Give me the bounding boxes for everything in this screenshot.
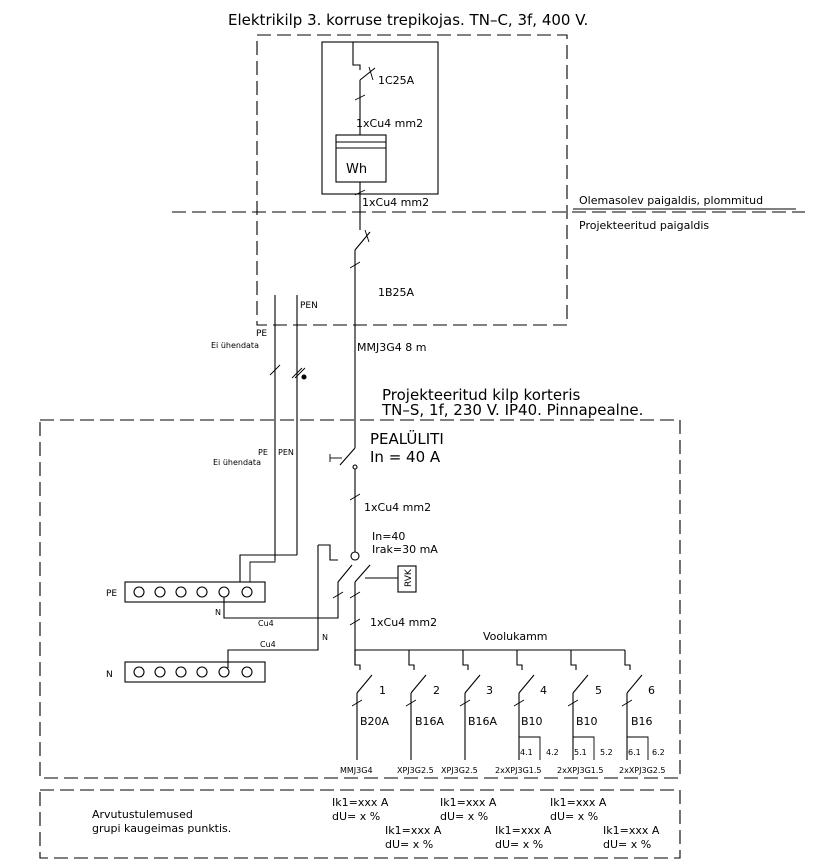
breaker-1c25a <box>359 67 376 81</box>
ik-3: Ik1=xxx A <box>440 796 497 809</box>
breaker-icon <box>626 674 643 694</box>
meter-enclosure <box>321 41 439 195</box>
circuit-5: 5 B10 5.1 5.2 2xXPJ3G1.5 <box>557 650 613 775</box>
pen-label-lower: PEN <box>278 448 294 457</box>
circuit-cable: MMJ3G4 <box>340 766 373 775</box>
circuit-number: 3 <box>486 684 493 697</box>
circuit-cable: XPJ3G2.5 <box>441 766 478 775</box>
circuit-sub-1: 6.1 <box>628 748 641 757</box>
pe-busbar <box>124 581 266 603</box>
circuit-breaker-label: B10 <box>521 715 543 728</box>
breaker-icon <box>410 674 427 694</box>
results-title-2: grupi kaugeimas punktis. <box>92 822 231 835</box>
n-label-1: N <box>215 608 221 617</box>
ik-2: Ik1=xxx A <box>385 824 442 837</box>
apartment-panel-frame <box>39 419 681 779</box>
apartment-panel-title-1: Projekteeritud kilp korteris <box>382 386 580 404</box>
rcd-switch-n <box>337 564 353 583</box>
ik-4: Ik1=xxx A <box>495 824 552 837</box>
breaker-icon <box>356 674 373 694</box>
du-2: dU= x % <box>385 838 433 851</box>
circuit-breaker-label: B16A <box>468 715 498 728</box>
circuit-number: 5 <box>595 684 602 697</box>
circuit-number: 1 <box>379 684 386 697</box>
rcd-irak-label: Irak=30 mA <box>372 543 438 556</box>
breaker-icon <box>464 674 481 694</box>
circuit-4: 4 B10 4.1 4.2 2xXPJ3G1.5 <box>495 650 559 775</box>
pen-label-upper: PEN <box>300 301 318 311</box>
ik-6: Ik1=xxx A <box>603 824 660 837</box>
cable-after-switch-label: 1xCu4 mm2 <box>364 501 431 514</box>
breaker-icon <box>572 674 589 694</box>
top-panel-title: Elektrikilp 3. korruse trepikojas. TN–C,… <box>228 11 588 29</box>
rvk-box <box>397 565 417 593</box>
main-switch-label: PEALÜLITI <box>370 429 444 448</box>
du-3: dU= x % <box>440 810 488 823</box>
results-title-1: Arvutustulemused <box>92 808 193 821</box>
rvk-label: RVK <box>404 568 414 587</box>
circuit-sub-1: 5.1 <box>574 748 587 757</box>
pen-to-pe-bar <box>239 554 297 582</box>
circuit-6: 6 B16 6.1 6.2 2xXPJ3G2.5 <box>619 650 666 775</box>
circuit-number: 6 <box>648 684 655 697</box>
du-6: dU= x % <box>603 838 651 851</box>
supply-wire <box>352 42 361 70</box>
energy-meter <box>335 134 387 183</box>
meter-label: Wh <box>346 162 367 177</box>
circuit-2: 2 B16A XPJ3G2.5 <box>397 650 445 775</box>
circuit-number: 2 <box>433 684 440 697</box>
circuit-cable: 2xXPJ3G1.5 <box>557 766 604 775</box>
breaker-1b25a <box>354 231 371 251</box>
not-connected-label-lower: Ei ühendata <box>213 458 261 467</box>
pe-bar-label: PE <box>106 589 117 599</box>
main-switch <box>339 447 356 466</box>
circuit-sub-2: 4.2 <box>546 748 559 757</box>
cu4-label-2: Cu4 <box>260 640 276 649</box>
apartment-panel-title-2: TN–S, 1f, 230 V. IP40. Pinnapealne. <box>381 401 643 419</box>
circuit-breaker-label: B10 <box>576 715 598 728</box>
pe-label-lower: PE <box>258 448 268 457</box>
results-frame <box>39 789 681 859</box>
circuit-number: 4 <box>540 684 547 697</box>
main-switch-rating: In = 40 A <box>370 448 441 466</box>
not-connected-label-upper: Ei ühendata <box>211 341 259 350</box>
rcd-switch-l <box>354 564 371 583</box>
busbar-label: Voolukamm <box>483 630 548 643</box>
cable-2-label: 1xCu4 mm2 <box>362 196 429 209</box>
circuit-sub-2: 6.2 <box>652 748 665 757</box>
circuit-3: 3 B16A XPJ3G2.5 <box>441 650 498 775</box>
circuit-1: 1 B20A MMJ3G4 <box>340 650 390 775</box>
existing-installation-label: Olemasolev paigaldis, plommitud <box>579 194 763 207</box>
circuit-cable: 2xXPJ3G1.5 <box>495 766 542 775</box>
ik-1: Ik1=xxx A <box>332 796 389 809</box>
rcd-in-label: In=40 <box>372 530 405 543</box>
breaker-icon <box>518 674 535 694</box>
n-wire-2 <box>227 545 319 668</box>
breaker-1-label: 1C25A <box>378 74 415 87</box>
circuit-cable: 2xXPJ3G2.5 <box>619 766 666 775</box>
circuit-sub-1: 4.1 <box>520 748 533 757</box>
feed-cable-label: MMJ3G4 8 m <box>357 341 426 354</box>
circuit-sub-2: 5.2 <box>600 748 613 757</box>
du-5: dU= x % <box>550 810 598 823</box>
cable-1-label: 1xCu4 mm2 <box>356 117 423 130</box>
circuit-breaker-label: B16 <box>631 715 653 728</box>
n-label-2: N <box>322 633 328 642</box>
designed-installation-label: Projekteeritud paigaldis <box>579 219 709 232</box>
circuit-cable: XPJ3G2.5 <box>397 766 434 775</box>
ik-5: Ik1=xxx A <box>550 796 607 809</box>
pe-label-upper: PE <box>256 329 267 339</box>
breaker-2-label: 1B25A <box>378 286 415 299</box>
du-1: dU= x % <box>332 810 380 823</box>
circuit-breaker-label: B16A <box>415 715 445 728</box>
circuit-breaker-label: B20A <box>360 715 390 728</box>
n-busbar <box>124 661 266 683</box>
cable-after-rcd-label: 1xCu4 mm2 <box>370 616 437 629</box>
cu4-label-1: Cu4 <box>258 619 274 628</box>
n-wire-1 <box>223 597 339 619</box>
n-bar-label: N <box>106 670 113 680</box>
du-4: dU= x % <box>495 838 543 851</box>
